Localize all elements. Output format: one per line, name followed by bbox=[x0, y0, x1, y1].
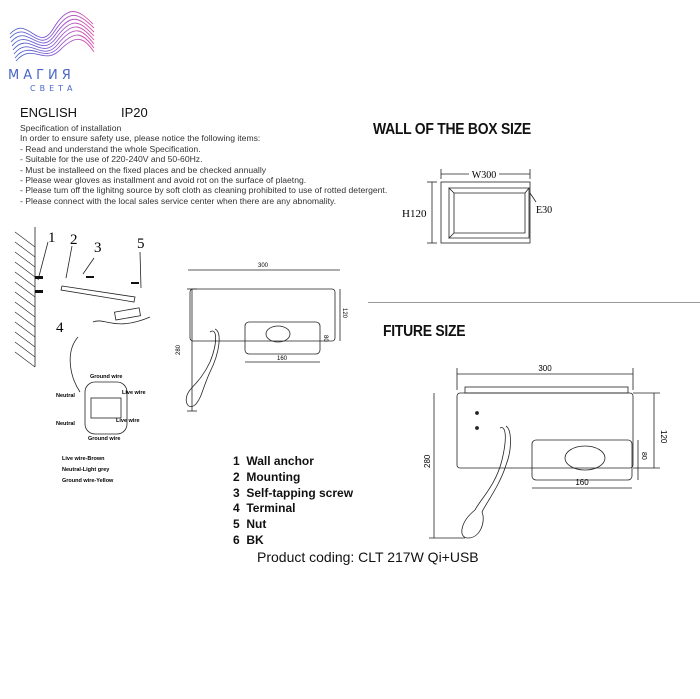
diagram-total-height-label: 280 bbox=[176, 344, 182, 355]
part-callout-2: 2 bbox=[70, 232, 78, 248]
spec-item: - Please tum off the lighitng source by … bbox=[20, 185, 388, 196]
wall-box-drawing: W300 H120 E30 bbox=[402, 168, 552, 244]
logo-wave-icon bbox=[9, 11, 95, 62]
wire-color-label: Neutral-Light grey bbox=[62, 467, 110, 473]
ip-rating: IP20 bbox=[121, 105, 148, 120]
specification-text: Specification of installation In order t… bbox=[20, 123, 387, 206]
part-callout-3: 3 bbox=[94, 240, 102, 256]
wire-label: Live wire bbox=[116, 418, 140, 424]
fixture-drawing: 300 120 280 160 80 bbox=[423, 364, 668, 539]
parts-legend-item: 6 BK bbox=[233, 532, 264, 547]
wire-label: Neutral bbox=[56, 393, 75, 399]
wire-color-label: Live wire-Brown bbox=[62, 456, 105, 462]
section-divider bbox=[368, 302, 700, 303]
box-width-label: W300 bbox=[472, 170, 496, 181]
spec-intro: In order to ensure safety use, please no… bbox=[20, 133, 261, 144]
wall-box-title: WALL OF THE BOX SIZE bbox=[373, 121, 531, 138]
spec-item: - Suitable for the use of 220-240V and 5… bbox=[20, 154, 203, 165]
fixture-height-label: 120 bbox=[659, 430, 668, 444]
diagram-width-label: 300 bbox=[258, 263, 269, 269]
spec-item: - Please wear gloves as installment and … bbox=[20, 175, 307, 186]
parts-legend-item: 5 Nut bbox=[233, 517, 267, 532]
spec-item: - Please connect with the local sales se… bbox=[20, 195, 337, 206]
parts-legend-item: 2 Mounting bbox=[233, 469, 301, 484]
diagram-base-width-label: 160 bbox=[277, 356, 288, 362]
spec-item: - Must be installeed on the fixed places… bbox=[20, 164, 267, 175]
fixture-total-height-label: 280 bbox=[423, 454, 432, 468]
spec-item: - Read and understand the whole Specific… bbox=[20, 143, 201, 154]
diagram-height-label: 120 bbox=[341, 308, 347, 319]
box-depth-label: E30 bbox=[536, 205, 552, 216]
part-callout-4: 4 bbox=[56, 320, 64, 336]
parts-legend: 1 Wall anchor 2 Mounting 3 Self-tapping … bbox=[233, 454, 353, 549]
box-height-label: H120 bbox=[402, 208, 427, 220]
brand-logo: МАГИЯ СВЕТА bbox=[8, 4, 98, 96]
wire-label: Neutral bbox=[56, 421, 75, 427]
wire-color-label: Ground wire-Yellow bbox=[62, 478, 114, 484]
parts-legend-item: 4 Terminal bbox=[233, 501, 296, 516]
wire-label: Ground wire bbox=[88, 436, 120, 442]
fixture-base-width-label: 160 bbox=[575, 478, 589, 487]
fixture-base-height-label: 80 bbox=[640, 452, 647, 460]
product-coding: Product coding: CLT 217W Qi+USB bbox=[257, 549, 479, 565]
fixture-title: FITURE SIZE bbox=[383, 323, 466, 340]
logo-text-line1: МАГИЯ bbox=[8, 68, 75, 83]
wire-label: Ground wire bbox=[90, 374, 122, 380]
part-callout-5: 5 bbox=[137, 236, 145, 252]
parts-legend-item: 1 Wall anchor bbox=[233, 454, 314, 468]
diagram-base-height-label: 80 bbox=[322, 335, 328, 342]
wire-label: Live wire bbox=[122, 390, 146, 396]
fixture-width-label: 300 bbox=[538, 364, 552, 373]
installation-diagram: 1 2 3 5 4 Ground wire Neutral Live wire … bbox=[14, 227, 347, 484]
spec-title: Specification of installation bbox=[20, 123, 122, 133]
logo-text-line2: СВЕТА bbox=[30, 84, 77, 93]
parts-legend-item: 3 Self-tapping screw bbox=[233, 485, 354, 500]
language-label: ENGLISH bbox=[20, 105, 78, 120]
part-callout-1: 1 bbox=[48, 230, 56, 246]
